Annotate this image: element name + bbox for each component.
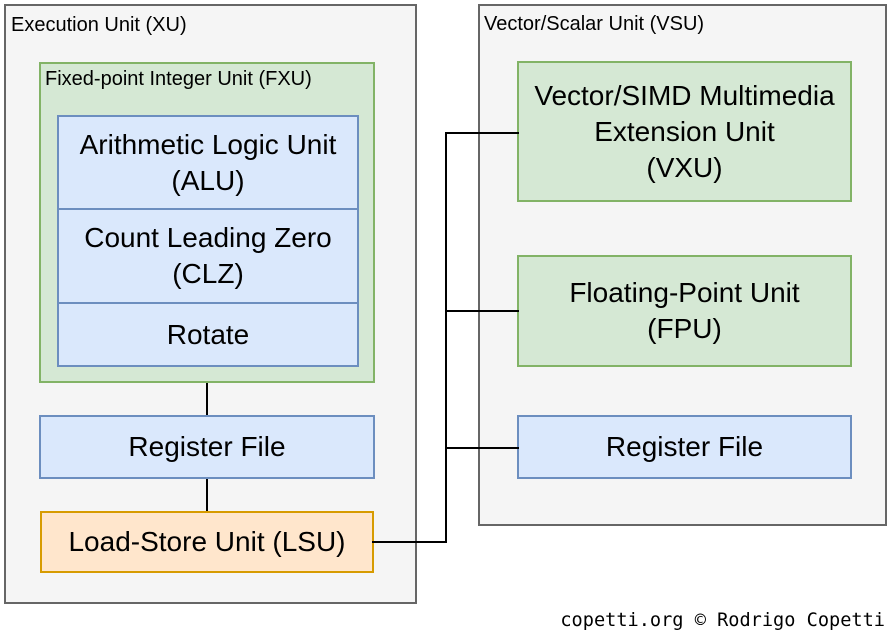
- connector-register-file-to-lsu: [206, 479, 208, 511]
- execution-unit-title: Execution Unit (XU): [11, 14, 187, 36]
- connector-lsu-to-trunk: [372, 541, 447, 543]
- connector-trunk-to-vxu: [445, 132, 519, 134]
- fpu-box: Floating-Point Unit (FPU): [517, 255, 852, 367]
- vsu-title: Vector/Scalar Unit (VSU): [484, 13, 705, 35]
- lsu-box: Load-Store Unit (LSU): [40, 511, 374, 573]
- connector-trunk-to-vsu-register-file: [445, 447, 519, 449]
- alu-box: Arithmetic Logic Unit (ALU): [57, 115, 359, 210]
- connector-trunk-vertical: [445, 132, 447, 543]
- clz-box: Count Leading Zero (CLZ): [57, 208, 359, 304]
- fxu-title: Fixed-point Integer Unit (FXU): [45, 68, 312, 90]
- connector-fxu-to-register-file: [206, 383, 208, 415]
- xu-register-file-box: Register File: [39, 415, 375, 479]
- connector-trunk-to-fpu: [445, 310, 519, 312]
- vxu-box: Vector/SIMD Multimedia Extension Unit (V…: [517, 61, 852, 202]
- vsu-register-file-box: Register File: [517, 415, 852, 479]
- credit-text: copetti.org © Rodrigo Copetti: [560, 610, 885, 631]
- rotate-box: Rotate: [57, 302, 359, 367]
